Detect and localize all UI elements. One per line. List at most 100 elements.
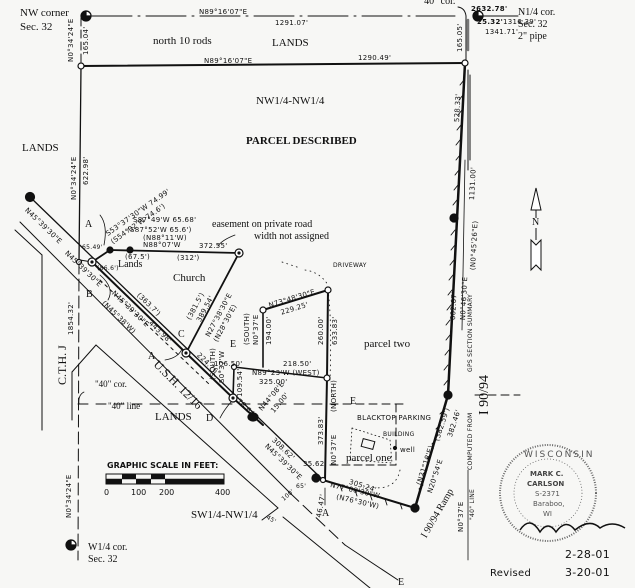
- distance-label: 106.50': [214, 360, 243, 368]
- distance-label: 109.54': [236, 368, 244, 397]
- distance-label: (86.6'): [97, 265, 119, 272]
- revised-date: 3-20-01: [565, 566, 611, 579]
- bearing-label: N0°37'E: [457, 501, 465, 532]
- seal-state-abbr: WI: [543, 510, 552, 518]
- revised-label: Revised: [490, 568, 532, 579]
- n14-sec-label: Sec. 32: [518, 19, 548, 30]
- parcel-one-label: parcel one: [346, 452, 392, 464]
- seal-state: WISCONSIN: [524, 450, 595, 460]
- distance-label: 165.04': [82, 26, 90, 55]
- distance-label: 65': [296, 483, 307, 490]
- point-e-label: E: [230, 339, 237, 350]
- bearing-label: N0°34'24"E: [67, 18, 75, 62]
- n14-pipe-label: 2" pipe: [518, 31, 547, 42]
- distance-label: 25.32': [477, 18, 504, 26]
- cth-j-label: C.T.H. J: [55, 345, 69, 385]
- distance-label: 35.62': [303, 460, 327, 468]
- bearing-label: (NORTH): [330, 379, 338, 412]
- seal-name-2: CARLSON: [527, 480, 565, 488]
- bearing-label: N0°34'24"E: [70, 156, 78, 200]
- nw-nw-label: NW1/4-NW1/4: [256, 95, 325, 107]
- distance-label: 372.55': [199, 242, 228, 250]
- point-a-label: A: [148, 351, 156, 362]
- distance-label: 373.83': [317, 416, 325, 445]
- computed-from-label: COMPUTED FROM: [467, 412, 474, 470]
- distance-label: 165.05': [456, 23, 464, 52]
- well-label: well: [400, 446, 416, 454]
- bearing-label: S0°37'W: [218, 350, 226, 383]
- scale-title: GRAPHIC SCALE IN FEET:: [107, 461, 219, 470]
- distance-label: 218.50': [283, 360, 312, 368]
- building-label: BUILDING: [383, 431, 415, 438]
- parcel-described-title: PARCEL DESCRIBED: [246, 135, 357, 147]
- forty-line-right-label: "40" LINE: [469, 488, 476, 520]
- north-arrow-icon: N: [532, 217, 540, 228]
- gps-summary-label: GPS SECTION SUMMARY: [467, 293, 474, 372]
- easement-label-2: width not assigned: [254, 231, 329, 242]
- scale-tick: 400: [215, 488, 231, 497]
- nw-corner-label: NW corner: [20, 7, 69, 19]
- bearing-label: (S87°52'W 65.6'): [127, 226, 192, 234]
- bearing-label: N89°16'07"E: [204, 57, 253, 65]
- forty-cor-top-label: "40" cor.: [420, 0, 456, 7]
- bearing-label: N88°07'W: [143, 241, 181, 249]
- signature-date: 2-28-01: [565, 548, 611, 561]
- blacktop-label: BLACKTOP PARKING: [357, 414, 432, 422]
- distance-label: 1291.07': [275, 19, 309, 27]
- distance-label: 633.83': [331, 316, 339, 345]
- point-e-label: E: [398, 577, 405, 588]
- seal-city: Baraboo,: [533, 500, 565, 508]
- lands-small-label: Lands: [118, 259, 143, 270]
- distance-label: 325.00': [259, 378, 288, 386]
- distance-label: 602.67': [449, 291, 459, 321]
- bearing-label: N0°37'E: [252, 314, 260, 345]
- scale-tick: 100: [131, 488, 147, 497]
- bearing-label: (SOUTH): [243, 312, 251, 345]
- forty-cor-label: "40" cor.: [95, 379, 127, 389]
- i9094-label: I 90/94: [477, 374, 492, 415]
- lands-top-label: LANDS: [272, 37, 309, 49]
- distance-label: 1290.49': [358, 54, 392, 62]
- n14-cor-label: N1/4 cor.: [518, 7, 556, 18]
- distance-label: 2632.78': [471, 5, 508, 13]
- distance-label: 1316.39': [503, 18, 537, 26]
- distance-label: 260.00': [317, 316, 325, 345]
- parcel-two-label: parcel two: [364, 338, 411, 350]
- scale-tick: 200: [159, 488, 175, 497]
- w14-sec-label: Sec. 32: [88, 554, 118, 565]
- w14-cor-label: W1/4 cor.: [88, 542, 128, 553]
- distance-label: (312'): [177, 254, 200, 262]
- distance-label: (67.5'): [125, 253, 151, 261]
- nw-sec-label: Sec. 32: [20, 21, 53, 33]
- distance-label: 1341.71': [485, 28, 519, 36]
- bearing-label: N0°34'24"E: [65, 474, 73, 518]
- point-a-label: A: [322, 508, 330, 519]
- distance-label: 194.00': [265, 316, 273, 345]
- seal-name-1: MARK C.: [530, 470, 564, 478]
- point-a-label: A: [85, 219, 93, 230]
- point-e-label: E: [350, 396, 357, 407]
- distance-label: 528.33': [453, 93, 463, 123]
- distance-label: 1854.32': [67, 301, 75, 335]
- driveway-label: DRIVEWAY: [333, 262, 367, 269]
- bearing-label: N89°23'W (WEST): [252, 369, 320, 377]
- north-10-rods-label: north 10 rods: [153, 35, 212, 47]
- church-label: Church: [173, 272, 206, 284]
- point-b-label: B: [86, 289, 93, 300]
- forty-line-label: "40" line: [108, 401, 141, 411]
- distance-label: 622.98': [82, 156, 90, 185]
- seal-number: S-2371: [535, 490, 560, 498]
- bearing-label: N89°16'07"E: [199, 8, 248, 16]
- sw-nw-label: SW1/4-NW1/4: [191, 509, 258, 521]
- bearing-label: N0°37'E: [330, 434, 338, 465]
- bearing-label: (N88°11'W): [143, 234, 187, 242]
- easement-label-1: easement on private road: [212, 219, 313, 230]
- point-d-label: D: [206, 413, 214, 424]
- lands-bottom-label: LANDS: [155, 411, 192, 423]
- scale-tick: 0: [104, 488, 110, 497]
- distance-label: 65.49': [82, 244, 103, 251]
- bearing-label: S87°49'W 65.68': [133, 216, 197, 224]
- lands-left-label: LANDS: [22, 142, 59, 154]
